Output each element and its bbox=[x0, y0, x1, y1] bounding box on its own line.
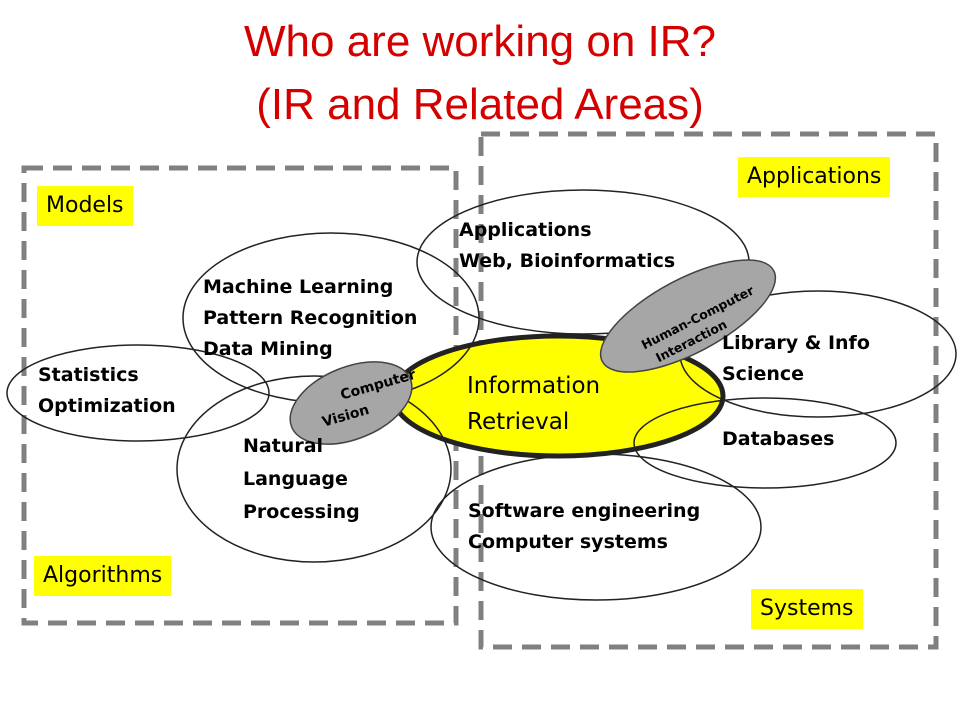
applications-tag: Applications bbox=[738, 157, 891, 197]
hci-badge bbox=[599, 259, 777, 373]
information-retrieval-label-line-1: Information bbox=[467, 373, 601, 399]
applications-systems-frame bbox=[478, 131, 939, 650]
statistics-label-line-2: Optimization bbox=[38, 395, 176, 417]
ml-label-line-3: Data Mining bbox=[203, 338, 333, 360]
software-label-line-2: Computer systems bbox=[468, 531, 668, 553]
title-line-1: Who are working on IR? bbox=[244, 17, 716, 66]
computer-vision-badge bbox=[289, 361, 413, 445]
systems-tag: Systems bbox=[751, 589, 863, 629]
models-algorithms-frame bbox=[21, 165, 459, 626]
algorithms-tag: Algorithms bbox=[34, 556, 172, 596]
nlp-label-line-2: Language bbox=[243, 468, 348, 490]
applications-label-line-1: Applications bbox=[459, 219, 592, 241]
library-label-line-2: Science bbox=[722, 363, 805, 385]
software-systems-ellipse bbox=[430, 453, 762, 601]
databases-label: Databases bbox=[722, 428, 835, 450]
ml-label-line-2: Pattern Recognition bbox=[203, 307, 418, 329]
information-retrieval-label-line-2: Retrieval bbox=[467, 409, 570, 435]
title-line-2: (IR and Related Areas) bbox=[256, 80, 704, 129]
library-label-line-1: Library & Info bbox=[722, 332, 870, 354]
applications-label-line-2: Web, Bioinformatics bbox=[459, 250, 676, 272]
statistics-ellipse bbox=[6, 344, 270, 442]
models-tag: Models bbox=[37, 186, 133, 226]
nlp-label-line-3: Processing bbox=[243, 501, 360, 523]
nlp-ellipse bbox=[176, 375, 452, 563]
statistics-label-line-1: Statistics bbox=[38, 364, 139, 386]
software-label-line-1: Software engineering bbox=[468, 500, 701, 522]
databases-ellipse bbox=[633, 397, 897, 489]
ml-label-line-1: Machine Learning bbox=[203, 276, 394, 298]
nlp-label-line-1: Natural bbox=[243, 435, 324, 457]
